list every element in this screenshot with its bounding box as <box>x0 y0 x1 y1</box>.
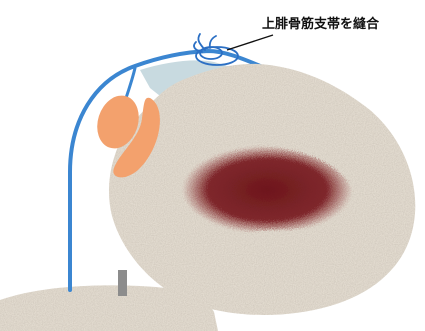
annotation-label: 上腓骨筋支帯を縫合 <box>262 16 380 32</box>
suture-knot-icon <box>194 34 238 65</box>
support-strut <box>118 270 127 296</box>
annotation-leader-line <box>227 35 273 50</box>
